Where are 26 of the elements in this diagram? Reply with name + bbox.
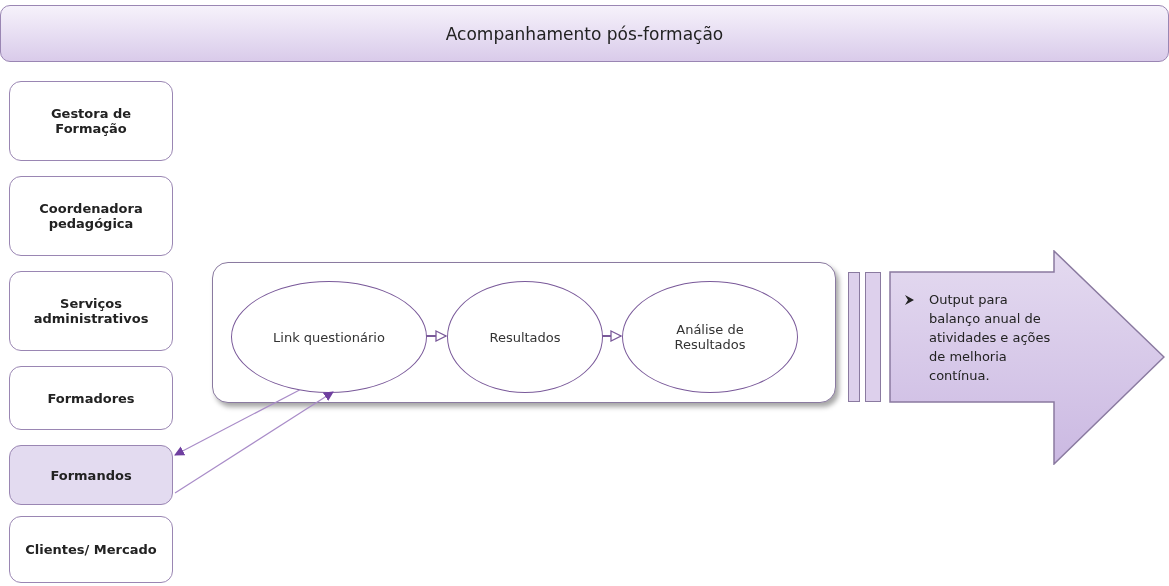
process-label: Link questionário — [273, 329, 385, 345]
arrow — [174, 391, 334, 494]
role-label: Serviços administrativos — [32, 296, 150, 326]
role-box — [9, 445, 173, 505]
output-text: Output para balanço anual de atividades e ações de melhoria contínua. — [929, 291, 1052, 385]
role-box — [9, 271, 173, 351]
process-label: Análise de Resultados — [673, 322, 747, 352]
role-label: Coordenadora pedagógica — [38, 201, 144, 231]
arrow — [601, 330, 622, 342]
divider-bar — [848, 272, 860, 402]
process-panel — [212, 262, 836, 403]
title-text: Acompanhamento pós-formação — [445, 23, 724, 44]
arrow — [425, 330, 447, 342]
process-label: Resultados — [489, 329, 561, 345]
role-box — [9, 81, 173, 161]
role-box — [9, 176, 173, 256]
role-label: Clientes/ Mercado — [25, 542, 157, 557]
arrow — [174, 389, 301, 456]
role-label: Formandos — [50, 467, 132, 483]
role-label: Gestora de Formação — [49, 106, 133, 136]
role-label: Formadores — [47, 390, 135, 406]
role-box — [9, 366, 173, 430]
divider-bar — [865, 272, 881, 402]
block-arrow — [889, 250, 1165, 465]
role-box — [9, 516, 173, 583]
title-band — [0, 5, 1169, 62]
